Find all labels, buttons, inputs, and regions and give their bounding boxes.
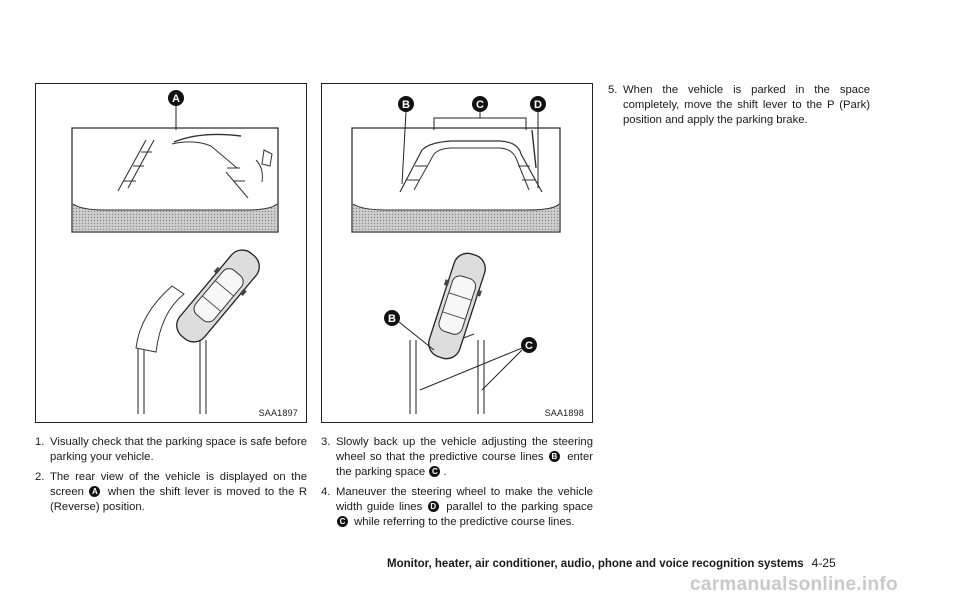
svg-text:B: B bbox=[388, 313, 396, 325]
car-top-view bbox=[135, 249, 260, 353]
camera-screen bbox=[71, 127, 279, 233]
guide-lines bbox=[117, 133, 273, 199]
page-number: 4-25 bbox=[811, 556, 836, 570]
callout-marker-d: D bbox=[427, 501, 439, 512]
instructions-column-1: 1. Visually check that the parking space… bbox=[35, 435, 307, 520]
figure-saa1898: B C D bbox=[321, 83, 593, 423]
figure-saa1897: A SAA1897 bbox=[35, 83, 307, 423]
callout-marker-b: B bbox=[548, 451, 560, 462]
step-4: 4. Maneuver the steering wheel to make t… bbox=[321, 486, 593, 528]
section-title: Monitor, heater, air conditioner, audio,… bbox=[387, 558, 804, 570]
parking-guide-illustration: B C D bbox=[351, 96, 561, 414]
parking-lines bbox=[137, 340, 207, 414]
callouts-top: B C D bbox=[398, 96, 546, 188]
svg-text:A: A bbox=[172, 93, 180, 105]
callouts-bottom: B C bbox=[384, 310, 537, 391]
figure-code: SAA1897 bbox=[258, 408, 298, 418]
svg-text:C: C bbox=[525, 340, 533, 352]
step-3: 3. Slowly back up the vehicle adjusting … bbox=[321, 436, 593, 478]
instructions-column-3: 5. When the vehicle is parked in the spa… bbox=[608, 83, 870, 133]
page-footer: Monitor, heater, air conditioner, audio,… bbox=[387, 556, 836, 570]
svg-text:D: D bbox=[534, 99, 542, 111]
car-top-view bbox=[428, 252, 486, 360]
callout-a: A bbox=[168, 90, 184, 130]
watermark: carmanualsonline.info bbox=[690, 574, 898, 595]
step-5: 5. When the vehicle is parked in the spa… bbox=[608, 84, 870, 126]
rear-view-illustration: A bbox=[71, 90, 279, 414]
svg-text:C: C bbox=[476, 99, 484, 111]
svg-text:B: B bbox=[402, 99, 410, 111]
guide-lines bbox=[399, 129, 543, 193]
step-1: 1. Visually check that the parking space… bbox=[35, 436, 307, 463]
instructions-column-2: 3. Slowly back up the vehicle adjusting … bbox=[321, 435, 593, 535]
step-2: 2. The rear view of the vehicle is displ… bbox=[35, 471, 308, 513]
parking-lines bbox=[409, 340, 485, 414]
callout-marker-a: A bbox=[89, 486, 101, 497]
figure-code: SAA1898 bbox=[544, 408, 584, 418]
callout-marker-c: C bbox=[337, 516, 348, 527]
callout-marker-c: C bbox=[429, 466, 441, 477]
